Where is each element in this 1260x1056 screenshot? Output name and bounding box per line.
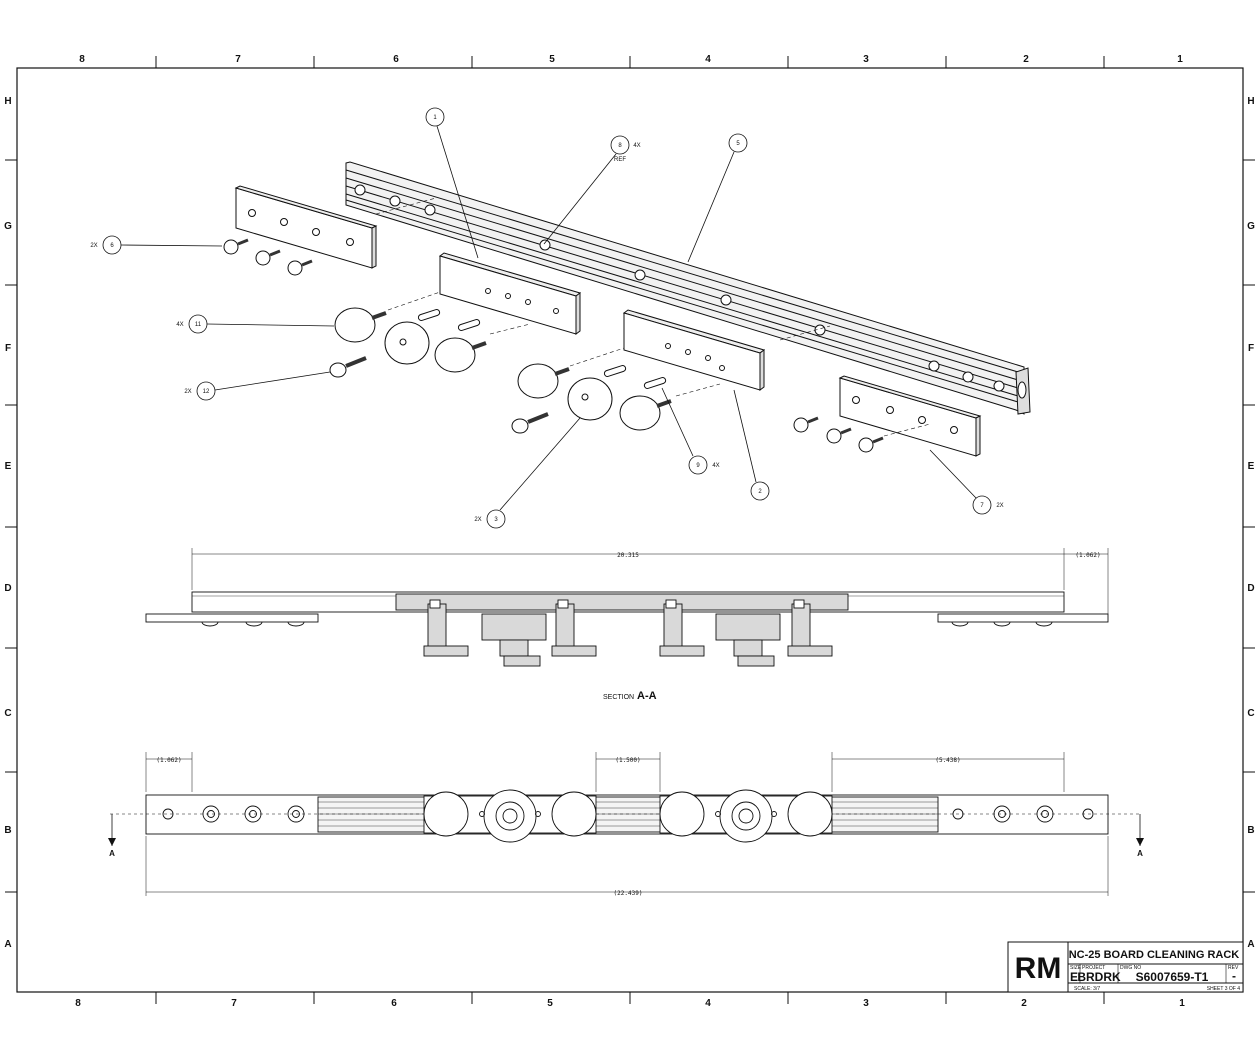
balloon-3: 3 (494, 517, 498, 523)
shoulder-screws (329, 356, 549, 434)
zone-col-5-top: 5 (549, 54, 555, 65)
end-plate-right (838, 375, 982, 457)
zone-row-h-left: H (4, 96, 11, 107)
zone-row-f-left: F (5, 343, 11, 354)
sheet-size: E (1070, 970, 1078, 984)
cam-discs (384, 321, 613, 421)
drawing-title: NC-25 BOARD CLEANING RACK (1069, 949, 1240, 961)
rail-extrusion (345, 161, 1031, 415)
balloon-11: 11 (195, 322, 202, 328)
scale-text: SCALE: 3/7 (1074, 986, 1100, 992)
balloon-7-qty: 2X (996, 503, 1003, 509)
balloon-7: 7 (980, 503, 984, 509)
plan-view-arrows (108, 838, 1144, 846)
plan-view-labels: (1.062) (1.500) (5.438) (22.439) A A (109, 757, 1143, 897)
dwg-no-label: DWG NO (1120, 965, 1141, 971)
balloon-12-qty: 2X (184, 389, 191, 395)
balloon-3-qty: 2X (474, 517, 481, 523)
zone-row-d-right: D (1247, 583, 1254, 594)
sheet-number: SHEET 3 OF 4 (1207, 986, 1240, 992)
balloon-12: 12 (203, 389, 210, 395)
section-view-labels: 20.315 (1.062) SECTION A-A (603, 552, 1101, 702)
balloon-8: 8 (618, 143, 622, 149)
carrier-block-right (622, 309, 766, 391)
explode-lines (375, 197, 931, 437)
title-block (1007, 941, 1244, 993)
balloon-6: 6 (110, 243, 114, 249)
zone-row-f-right: F (1248, 343, 1254, 354)
zone-row-c-left: C (4, 708, 11, 719)
dim-section-overall: 20.315 (617, 552, 639, 559)
balloon-5: 5 (736, 141, 740, 147)
zone-col-4-bottom: 4 (705, 998, 711, 1009)
zone-row-a-left: A (4, 939, 11, 950)
zone-col-8-bottom: 8 (75, 998, 81, 1009)
zone-row-g-left: G (4, 221, 12, 232)
zone-col-2-bottom: 2 (1021, 998, 1027, 1009)
zone-row-c-right: C (1247, 708, 1254, 719)
zone-col-5-bottom: 5 (547, 998, 553, 1009)
section-view (145, 548, 1109, 667)
zone-col-4-top: 4 (705, 54, 711, 65)
dim-plan-gap: (1.500) (615, 757, 640, 764)
zone-row-a-right: A (1247, 939, 1254, 950)
zone-row-e-right: E (1248, 461, 1255, 472)
zone-col-2-top: 2 (1023, 54, 1029, 65)
balloon-1: 1 (433, 115, 437, 121)
title-block-text: RM NC-25 BOARD CLEANING RACK SIZE E PROJ… (1015, 949, 1241, 992)
zone-col-7-top: 7 (235, 54, 241, 65)
zone-row-b-right: B (1247, 825, 1254, 836)
size-label: SIZE (1070, 965, 1082, 971)
zone-col-1-bottom: 1 (1179, 998, 1185, 1009)
balloon-8-qty: 4X (633, 143, 640, 149)
dim-plan-right: (5.438) (935, 757, 960, 764)
zone-col-8-top: 8 (79, 54, 85, 65)
dim-section-overhang: (1.062) (1075, 552, 1100, 559)
dim-plan-overall: (22.439) (614, 890, 643, 897)
project-code: BRDRK (1077, 970, 1121, 984)
exploded-view (223, 161, 1031, 457)
balloon-labels: 1 8 4X REF 5 6 2X 11 4X 12 2X 9 4X 2 7 2… (90, 115, 1003, 523)
zone-col-1-top: 1 (1177, 54, 1183, 65)
balloon-9-qty: 4X (712, 463, 719, 469)
project-label: PROJECT (1082, 965, 1105, 971)
dowel-pins (417, 309, 667, 389)
end-plate-left (234, 185, 378, 269)
zone-row-h-right: H (1247, 96, 1254, 107)
thumb-screws (334, 307, 672, 431)
plan-view (110, 752, 1142, 896)
balloons (102, 107, 992, 529)
balloon-8-note: REF (614, 157, 626, 163)
zone-col-7-bottom: 7 (231, 998, 237, 1009)
zone-labels: 8 7 6 5 4 3 2 1 8 7 6 5 4 3 2 1 H G F E … (4, 54, 1255, 1009)
cut-label-right: A (1137, 849, 1143, 858)
company-logo: RM (1015, 952, 1062, 985)
zone-col-3-top: 3 (863, 54, 869, 65)
section-label-prefix: SECTION (603, 694, 634, 701)
dim-plan-end: (1.062) (156, 757, 181, 764)
sheet-border (5, 56, 1255, 1004)
zone-row-g-right: G (1247, 221, 1255, 232)
carrier-block-left (438, 252, 582, 335)
zone-row-b-left: B (4, 825, 11, 836)
balloon-6-qty: 2X (90, 243, 97, 249)
zone-col-6-bottom: 6 (391, 998, 397, 1009)
balloon-9: 9 (696, 463, 700, 469)
cut-label-left: A (109, 849, 115, 858)
revision: - (1232, 969, 1236, 983)
zone-col-6-top: 6 (393, 54, 399, 65)
rev-label: REV (1228, 965, 1239, 971)
balloon-2: 2 (758, 489, 762, 495)
zone-row-e-left: E (5, 461, 12, 472)
cap-screws (223, 238, 884, 453)
zone-col-3-bottom: 3 (863, 998, 869, 1009)
drawing-number: S6007659-T1 (1136, 970, 1209, 984)
section-label-name: A-A (637, 690, 657, 702)
balloon-11-qty: 4X (176, 322, 183, 328)
zone-row-d-left: D (4, 583, 11, 594)
